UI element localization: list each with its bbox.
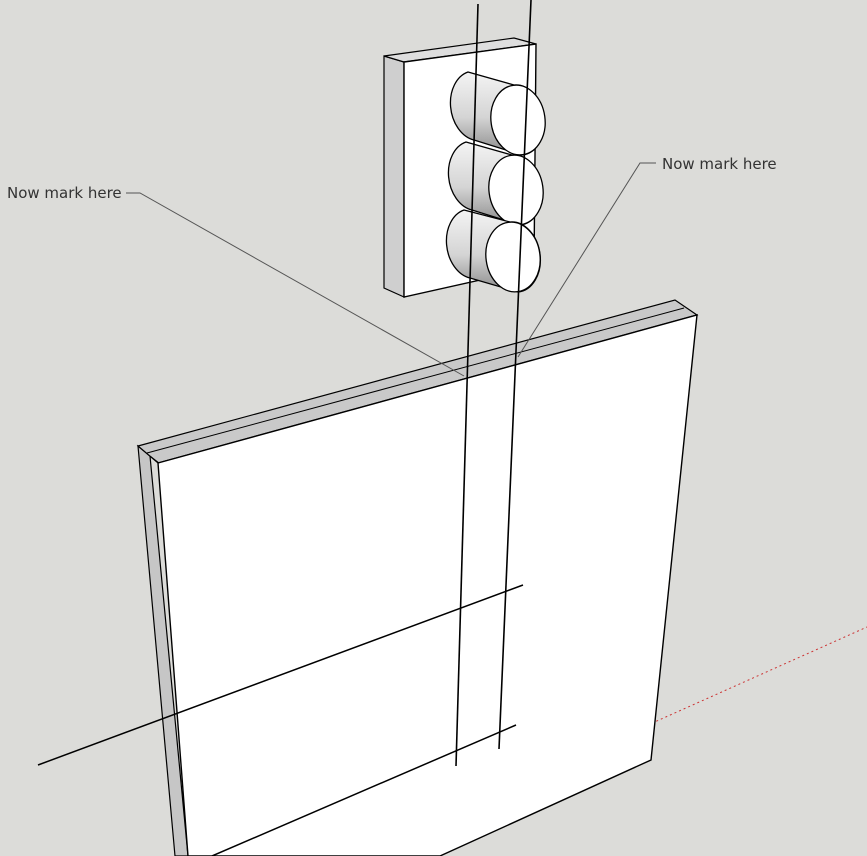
callout-leader-left xyxy=(126,192,465,377)
callout-leader-right xyxy=(517,162,656,358)
board-top-inner-line xyxy=(146,307,685,454)
board-edge-line xyxy=(149,455,160,464)
board-front-face xyxy=(157,314,698,856)
vertical-line-right xyxy=(498,0,532,750)
guide-line-lower xyxy=(211,724,517,856)
callout-label-right: Now mark here xyxy=(662,155,777,173)
block-left-side xyxy=(383,55,405,298)
vertical-line-left xyxy=(455,3,479,767)
guide-line-upper xyxy=(37,584,524,766)
callout-label-left: Now mark here xyxy=(7,184,122,202)
